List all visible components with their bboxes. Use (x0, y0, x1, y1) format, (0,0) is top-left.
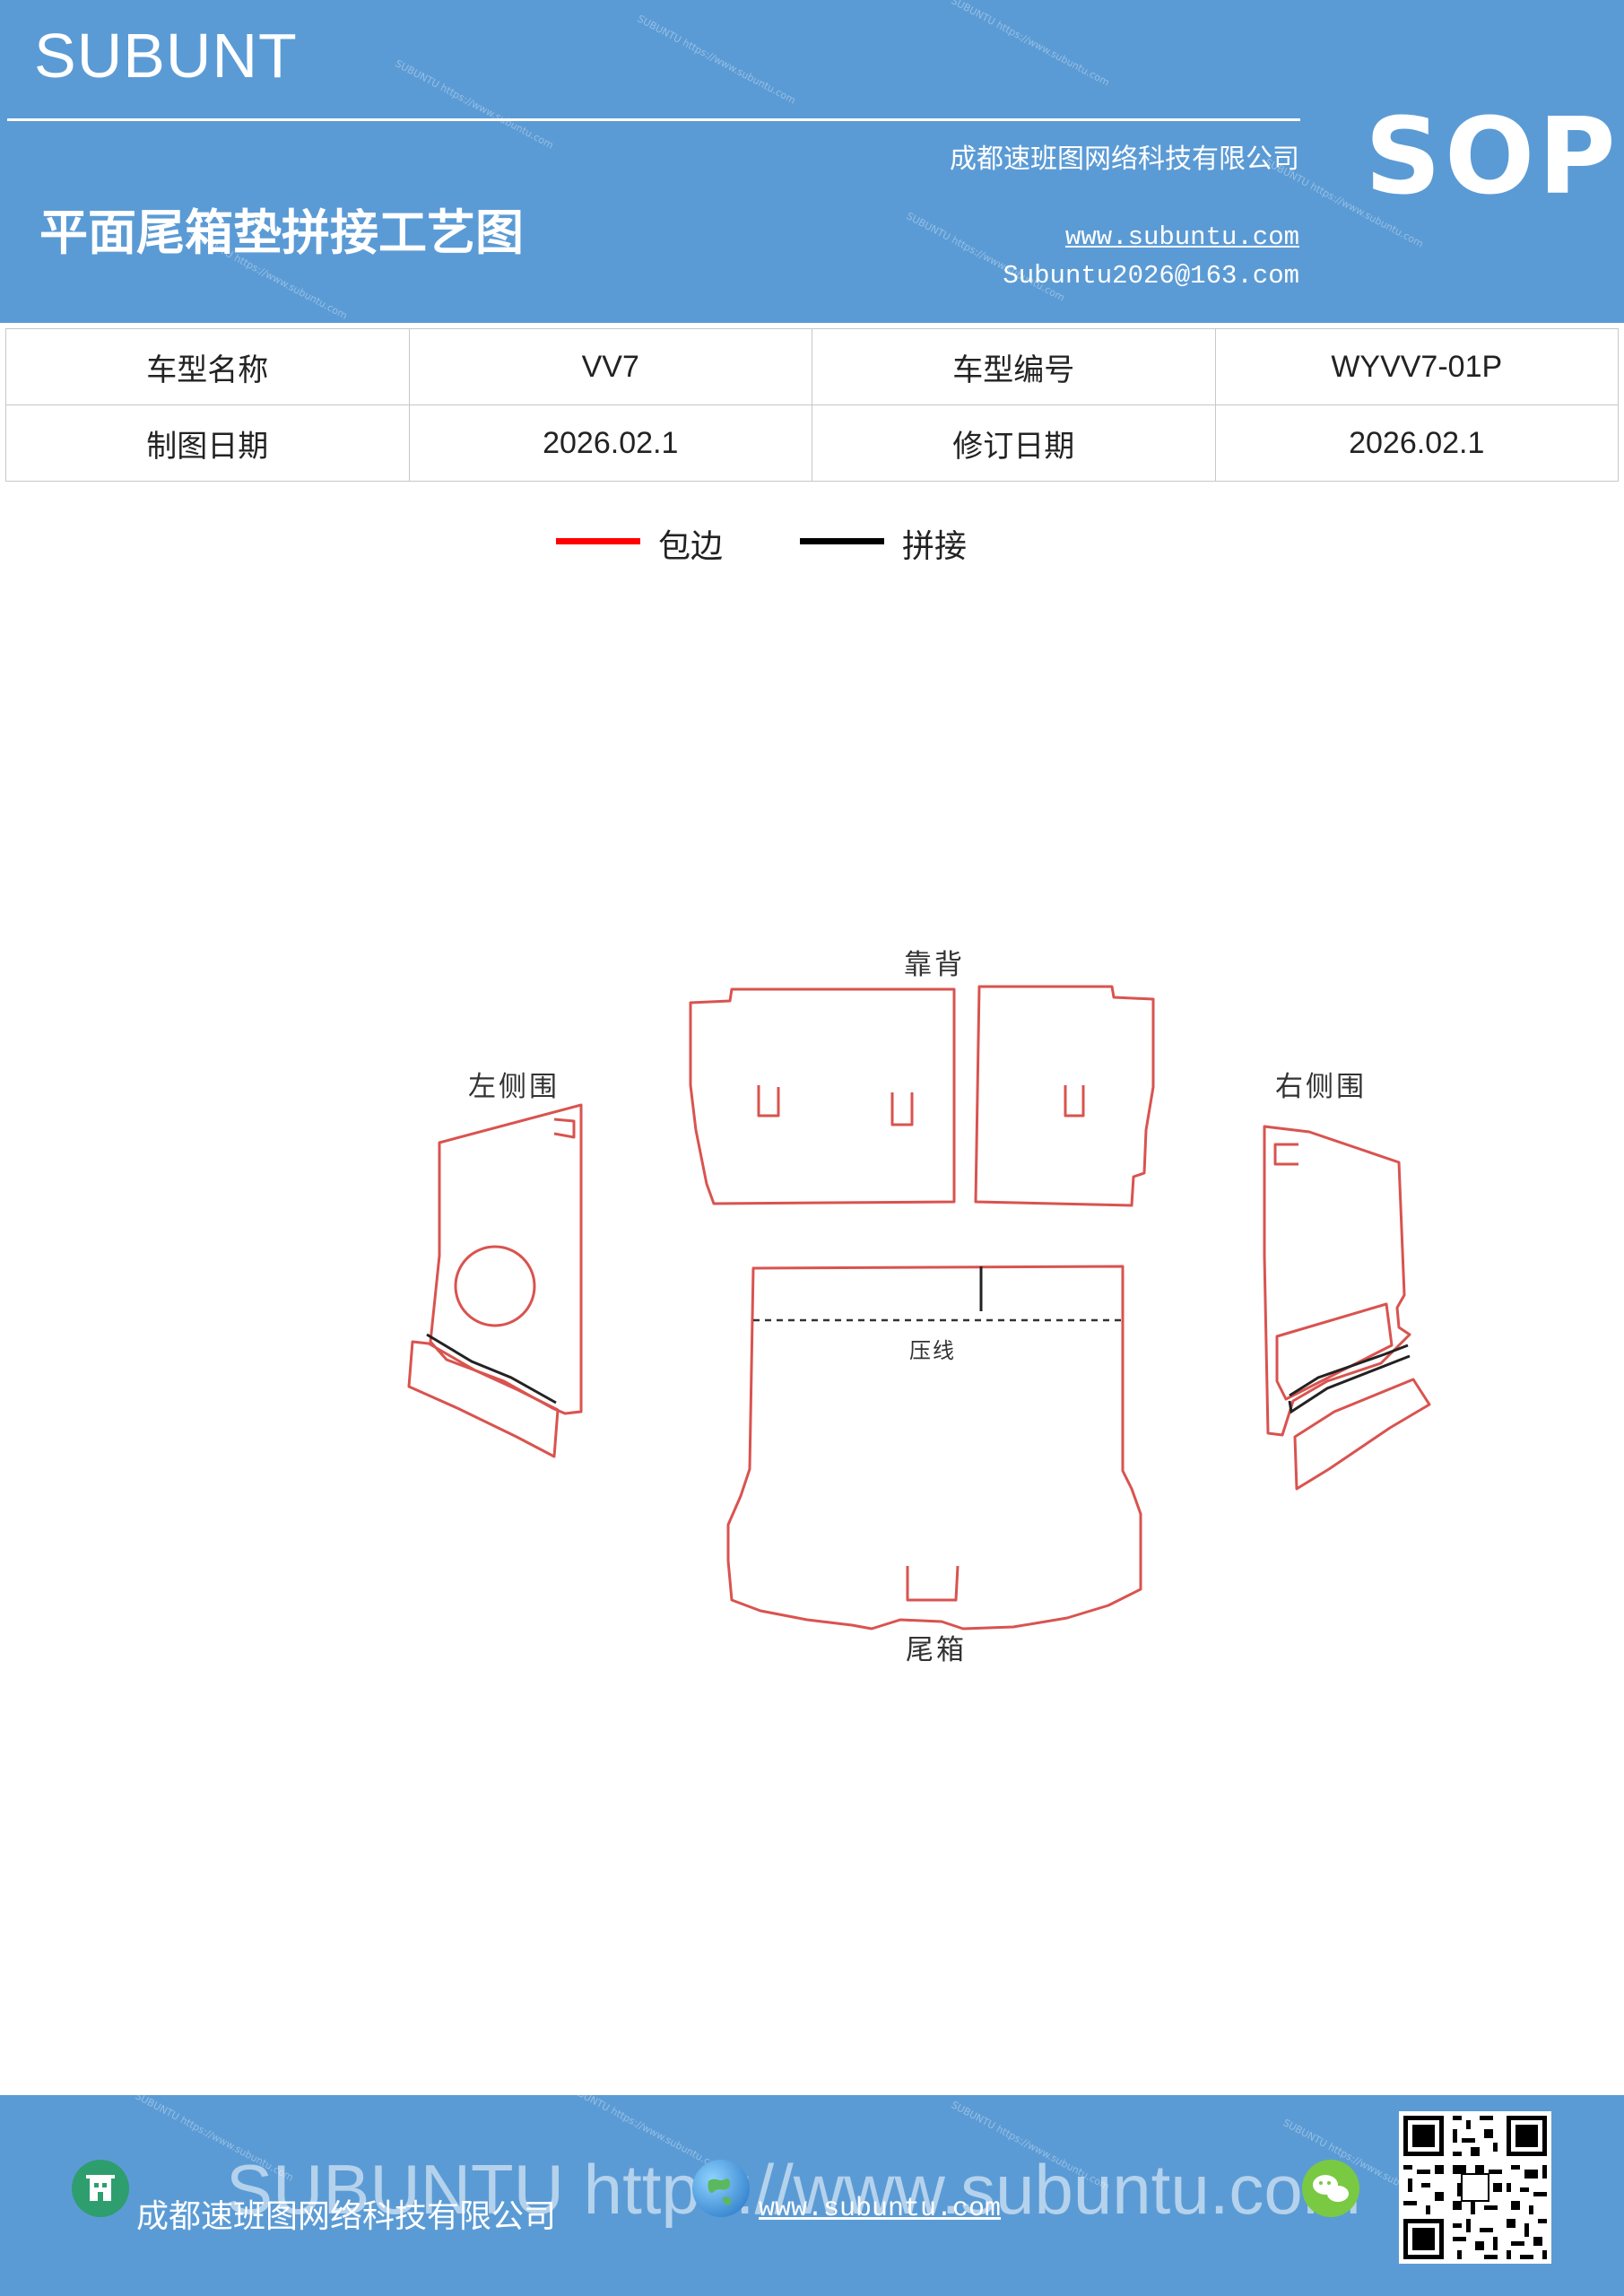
legend-label-seam: 拼接 (902, 528, 968, 565)
footer-watermark: SUBUNTU https://www.subuntu.com (226, 2150, 1361, 2229)
label-left-side: 左侧围 (468, 1071, 560, 1103)
right-side-seam (1289, 1344, 1409, 1397)
brand-name: SUBUNT (34, 21, 298, 91)
label-backrest: 靠背 (904, 949, 965, 981)
qr-code (1399, 2111, 1551, 2264)
backrest-right-notch (1064, 1085, 1085, 1118)
table-cell-label: 车型编号 (812, 328, 1216, 405)
legend: 包边 拼接 (0, 520, 1624, 574)
table-row: 制图日期 2026.02.1 修订日期 2026.02.1 (5, 404, 1619, 482)
label-crease: 压线 (909, 1338, 956, 1363)
left-side-seam (426, 1333, 557, 1405)
footer-banner: SUBUNTU https://www.subuntu.com SUBUNTU … (0, 2081, 1624, 2296)
watermark: SUBUNTU https://www.subuntu.com (949, 0, 1112, 89)
building-icon (72, 2160, 129, 2217)
table-cell-label: 修订日期 (812, 404, 1216, 482)
table-row: 车型名称 VV7 车型编号 WYVV7-01P (5, 328, 1619, 405)
watermark: SUBUNTU https://www.subuntu.com (635, 13, 798, 107)
mat-pieces-svg (407, 985, 1431, 1631)
footer-website-link[interactable]: www.subuntu.com (759, 2194, 1002, 2224)
label-right-side: 右侧围 (1275, 1071, 1367, 1103)
right-side-cutout (1275, 1302, 1394, 1401)
left-side-circle-cutout (454, 1245, 536, 1327)
left-side-strip (407, 1340, 560, 1458)
label-trunk: 尾箱 (906, 1634, 967, 1666)
legend-label-binding: 包边 (658, 528, 724, 565)
right-side-strip (1293, 1378, 1431, 1491)
table-cell-label: 车型名称 (5, 328, 410, 405)
website-link[interactable]: www.subuntu.com (1064, 222, 1299, 252)
table-cell-value: 2026.02.1 (408, 404, 812, 482)
table-cell-value: 2026.02.1 (1214, 404, 1619, 482)
table-cell-value: WYVV7-01P (1214, 328, 1619, 405)
legend-swatch-binding (556, 538, 640, 544)
seam-lines (426, 1266, 1411, 1414)
company-name: 成都速班图网络科技有限公司 (950, 144, 1299, 175)
legend-swatch-seam (800, 538, 884, 544)
wechat-icon (1302, 2160, 1359, 2217)
right-side-seam-2 (1288, 1354, 1411, 1414)
left-side-panel (429, 1103, 583, 1415)
sop-badge: SOP (1365, 94, 1620, 218)
trunk-notch (906, 1565, 960, 1602)
table-cell-label: 制图日期 (5, 404, 410, 482)
left-side-notch (553, 1118, 576, 1139)
watermark: SUBUNTU https://www.subuntu.com (393, 57, 556, 152)
backrest-left-piece (689, 987, 956, 1205)
mat-layout-diagram: 靠背 左侧围 右侧围 尾箱 压线 (0, 897, 1624, 1704)
binding-outlines (407, 985, 1431, 1631)
vehicle-info-table: 车型名称 VV7 车型编号 WYVV7-01P 制图日期 2026.02.1 修… (5, 328, 1619, 482)
email-address[interactable]: Subuntu2026@163.com (1003, 261, 1299, 291)
header-banner: SUBUNTU https://www.subuntu.com SUBUNTU … (0, 0, 1624, 323)
backrest-right-piece (974, 985, 1155, 1207)
document-title: 平面尾箱垫拼接工艺图 (39, 204, 524, 261)
backrest-left-notch (890, 1092, 914, 1126)
globe-icon (692, 2160, 750, 2217)
header-divider (7, 118, 1300, 121)
backrest-left-notch (757, 1085, 780, 1118)
trunk-piece (726, 1265, 1142, 1631)
right-side-notch (1273, 1143, 1298, 1166)
footer-company: 成都速班图网络科技有限公司 (136, 2198, 557, 2235)
table-cell-value: VV7 (408, 328, 812, 405)
